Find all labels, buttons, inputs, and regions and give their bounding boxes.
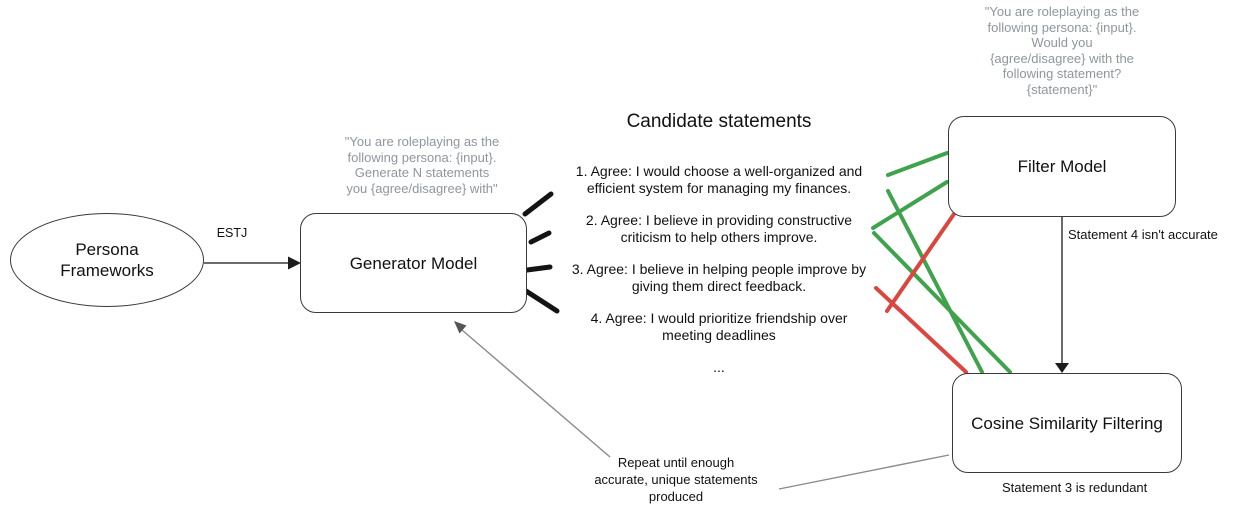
cosine-note: Statement 3 is redundant bbox=[1002, 480, 1148, 495]
candidate-statements-title: Candidate statements bbox=[626, 111, 812, 132]
statements-ellipsis: ... bbox=[713, 359, 725, 375]
persona-frameworks-label: Persona Frameworks bbox=[60, 240, 154, 280]
cosine-to-repeat-note-line bbox=[778, 454, 950, 490]
repeat-arrowhead-icon bbox=[454, 321, 467, 334]
statement-2: 2. Agree: I believe in providing constru… bbox=[585, 212, 853, 245]
persona-frameworks-node: Persona Frameworks bbox=[10, 213, 204, 307]
candidate-statements-list: Candidate statements 1. Agree: I would c… bbox=[546, 111, 892, 391]
generator-model-label: Generator Model bbox=[349, 253, 478, 273]
statement1-to-cosine-accept-line bbox=[886, 189, 984, 374]
filter-note: Statement 4 isn't accurate bbox=[1068, 227, 1218, 242]
statement2-to-cosine-accept-line bbox=[872, 231, 1012, 374]
statement-4: 4. Agree: I would prioritize friendship … bbox=[590, 310, 848, 343]
cosine-similarity-node: Cosine Similarity Filtering bbox=[952, 373, 1182, 473]
filter-model-label: Filter Model bbox=[1017, 157, 1107, 176]
cosine-similarity-label: Cosine Similarity Filtering bbox=[971, 413, 1163, 433]
filter-prompt-text: "You are roleplaying as the following pe… bbox=[984, 4, 1140, 97]
estj-edge-label: ESTJ bbox=[216, 226, 248, 240]
filter-to-cosine-arrowhead-icon bbox=[1055, 363, 1069, 373]
statement4-to-filter-reject-line bbox=[885, 212, 956, 313]
statement-3: 3. Agree: I believe in helping people im… bbox=[571, 261, 867, 294]
statement-1: 1. Agree: I would choose a well-organize… bbox=[575, 163, 863, 196]
generator-prompt-text: "You are roleplaying as the following pe… bbox=[344, 134, 500, 196]
generator-model-node: Generator Model bbox=[300, 213, 527, 313]
filter-model-node: Filter Model bbox=[948, 116, 1176, 217]
statement1-to-filter-accept-line bbox=[886, 151, 949, 177]
repeat-note: Repeat until enough accurate, unique sta… bbox=[594, 455, 758, 504]
